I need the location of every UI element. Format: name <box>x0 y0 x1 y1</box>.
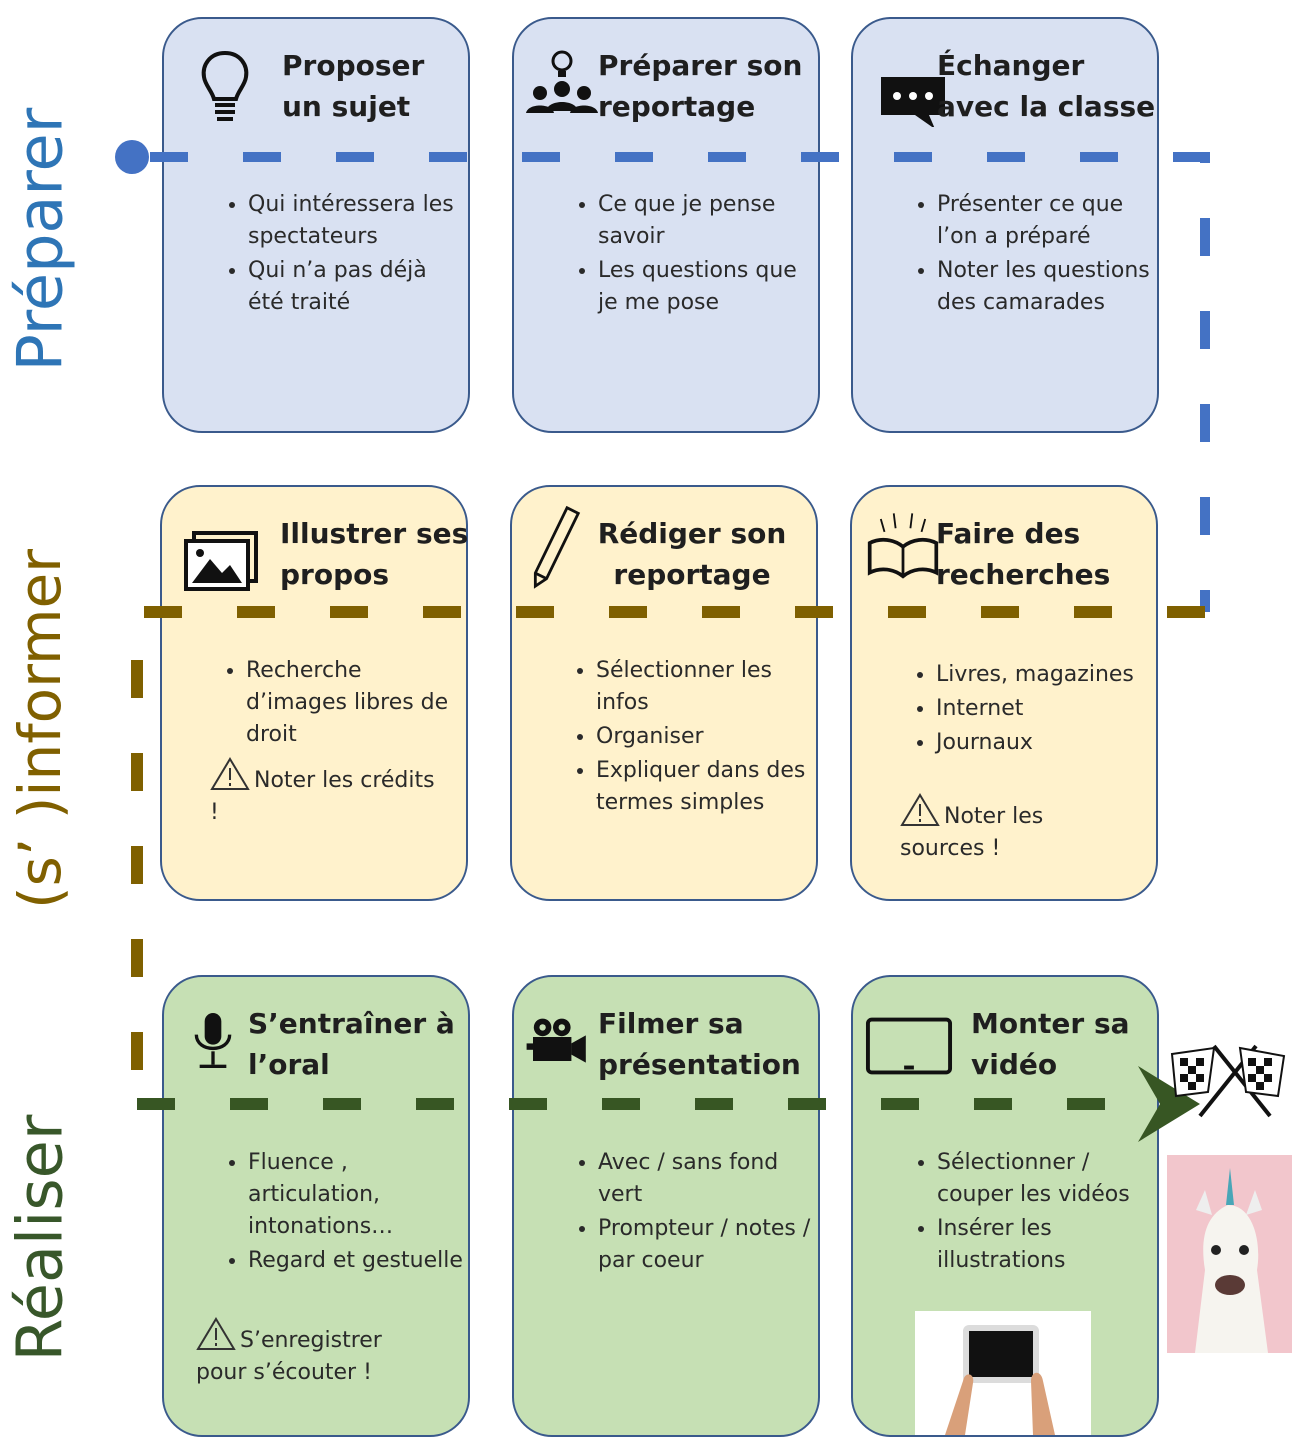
card-title: S’entraîner à l’oral <box>248 1007 455 1081</box>
bullet-item: Livres, magazines <box>936 659 1156 691</box>
bullet-list: Recherche d’images libres de droit <box>206 655 466 753</box>
gold-path <box>131 606 1205 1100</box>
bullet-item: Présenter ce que l’on a préparé <box>937 189 1157 253</box>
card-title: Monter sa vidéo <box>971 1007 1130 1081</box>
bullet-item: Sélectionner les infos <box>596 655 816 719</box>
warning-note: Noter les sources ! <box>900 793 1130 865</box>
bullet-item: Avec / sans fond vert <box>598 1147 818 1211</box>
tablet-icon <box>865 1017 953 1075</box>
bullet-list: Sélectionner / couper les vidéos Insérer… <box>897 1147 1157 1279</box>
card-title: Proposer un sujet <box>282 49 425 123</box>
card-illustrer-ses-propos: Illustrer ses propos Recherche d’images … <box>160 485 468 901</box>
warning-text: Noter les crédits ! <box>210 768 435 825</box>
pencil-icon <box>533 505 581 589</box>
card-preparer-son-reportage: Préparer son reportage Ce que je pense s… <box>512 17 820 433</box>
bullet-list: Présenter ce que l’on a préparé Noter le… <box>897 189 1157 321</box>
warning-icon <box>210 757 250 790</box>
card-proposer-un-sujet: Proposer un sujet Qui intéressera les sp… <box>162 17 470 433</box>
bullet-list: Ce que je pense savoir Les questions que… <box>558 189 818 321</box>
warning-text: Noter les sources ! <box>900 804 1044 861</box>
bullet-item: Journaux <box>936 727 1156 759</box>
start-dot <box>115 140 149 174</box>
card-title: Illustrer ses propos <box>280 517 469 591</box>
bullet-item: Sélectionner / couper les vidéos <box>937 1147 1157 1211</box>
checkered-flags-icon <box>1170 1044 1286 1118</box>
bullet-item: Internet <box>936 693 1156 725</box>
tablet-hands-image <box>915 1311 1091 1435</box>
bullet-item: Fluence , articulation, intonations… <box>248 1147 468 1243</box>
card-title: Filmer sa présentation <box>598 1007 801 1081</box>
card-title: Rédiger son reportage <box>597 517 787 591</box>
bullet-item: Prompteur / notes / par coeur <box>598 1213 818 1277</box>
card-title: Faire des recherches <box>936 517 1111 591</box>
card-rediger-son-reportage: Rédiger son reportage Sélectionner les i… <box>510 485 818 901</box>
card-echanger-avec-la-classe: Échanger avec la classe Présenter ce que… <box>851 17 1159 433</box>
bullet-list: Avec / sans fond vert Prompteur / notes … <box>558 1147 818 1279</box>
card-filmer-sa-presentation: Filmer sa présentation Avec / sans fond … <box>512 975 820 1437</box>
bullet-item: Qui n’a pas déjà été traité <box>248 255 468 319</box>
bullet-item: Les questions que je me pose <box>598 255 818 319</box>
warning-icon <box>900 793 940 826</box>
card-faire-des-recherches: Faire des recherches Livres, magazines I… <box>850 485 1158 901</box>
arrow-head <box>1138 1066 1200 1142</box>
card-title: Échanger avec la classe <box>937 49 1156 123</box>
lightbulb-icon <box>201 50 249 121</box>
card-title: Préparer son reportage <box>598 49 803 123</box>
open-book-icon <box>867 513 939 579</box>
microphone-icon <box>194 1013 232 1068</box>
bullet-item: Expliquer dans des termes simples <box>596 755 816 819</box>
llama-unicorn-image <box>1167 1155 1292 1353</box>
bullet-list: Qui intéressera les spectateurs Qui n’a … <box>208 189 468 321</box>
bullet-list: Livres, magazines Internet Journaux <box>896 659 1156 761</box>
warning-icon <box>196 1317 236 1350</box>
bullet-item: Qui intéressera les spectateurs <box>248 189 468 253</box>
bullet-list: Fluence , articulation, intonations… Reg… <box>208 1147 468 1279</box>
images-icon <box>184 531 258 591</box>
warning-note: Noter les crédits ! <box>210 757 440 829</box>
bullet-item: Regard et gestuelle <box>248 1245 468 1277</box>
bullet-item: Noter les questions des camarades <box>937 255 1157 319</box>
blue-path <box>150 152 1210 612</box>
bullet-item: Insérer les illustrations <box>937 1213 1157 1277</box>
bullet-list: Sélectionner les infos Organiser Expliqu… <box>556 655 816 821</box>
video-camera-icon <box>526 1018 586 1063</box>
warning-text: S’enregistrer pour s’écouter ! <box>196 1328 382 1385</box>
warning-note: S’enregistrer pour s’écouter ! <box>196 1317 426 1389</box>
team-idea-icon <box>526 50 598 113</box>
bullet-item: Ce que je pense savoir <box>598 189 818 253</box>
card-s-entrainer-a-l-oral: S’entraîner à l’oral Fluence , articulat… <box>162 975 470 1437</box>
bullet-item: Recherche d’images libres de droit <box>246 655 466 751</box>
bullet-item: Organiser <box>596 721 816 753</box>
chat-bubble-icon <box>881 77 945 127</box>
card-monter-sa-video: Monter sa vidéo Sélectionner / couper le… <box>851 975 1159 1437</box>
